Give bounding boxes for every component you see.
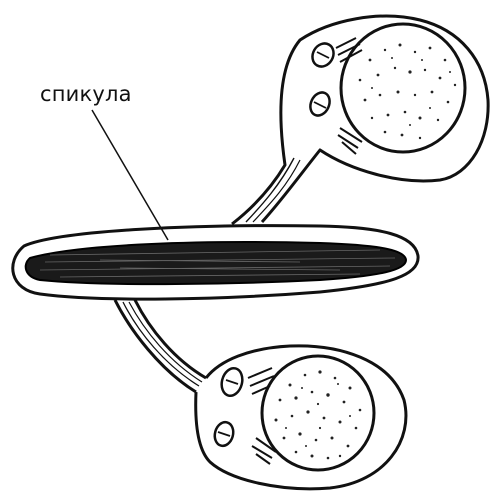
lower-nucleus-chromatin [275, 370, 362, 459]
lower-nucleus [262, 356, 374, 470]
spicule-leader-line [92, 110, 168, 240]
upper-nucleus-chromatin [359, 44, 456, 140]
spicule [26, 242, 406, 284]
spicule-label: спикула [40, 82, 132, 106]
lower-stalk [115, 300, 196, 392]
